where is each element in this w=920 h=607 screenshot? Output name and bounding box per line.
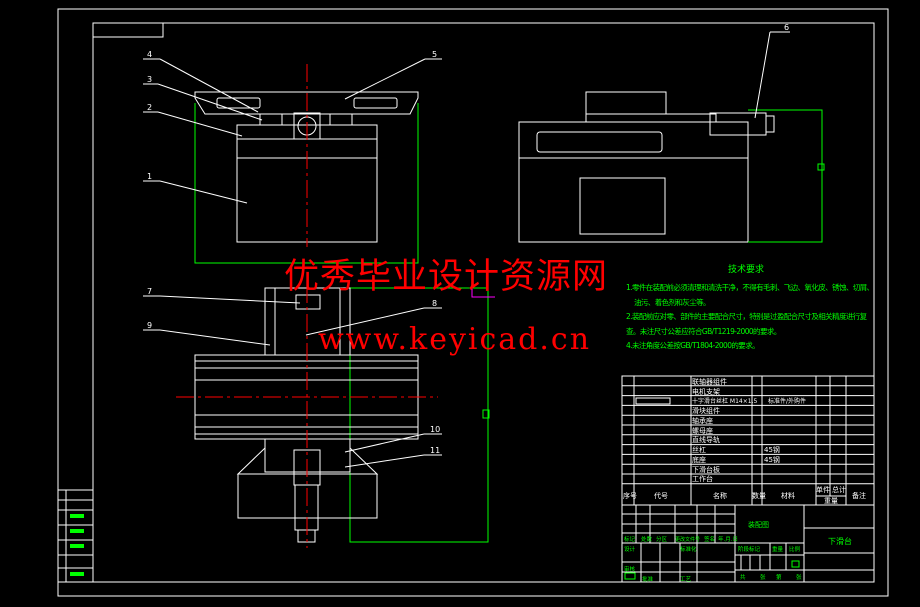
inner-frame — [92, 22, 875, 583]
parts-list-rows: 联轴器组件 电机支架 十字滑台丝杠 M14×1.5 滑块组件 轴承座 螺母座 直… — [623, 377, 866, 505]
balloon-9: 9 — [147, 321, 152, 330]
label-approve: 批准 — [642, 575, 654, 583]
balloon-2: 2 — [147, 103, 152, 112]
balloon-1: 1 — [147, 172, 152, 181]
label-sheets: 张 — [760, 573, 766, 581]
part-name: 工作台 — [692, 474, 713, 483]
header-material: 材料 — [781, 491, 795, 500]
watermark-url: www.keyicad.cn — [318, 322, 592, 357]
watermark-text: 优秀毕业设计资源网 — [284, 257, 609, 297]
balloon-8: 8 — [432, 299, 437, 308]
part-name: 十字滑台丝杠 M14×1.5 — [692, 397, 757, 405]
label-count: 处数 — [641, 535, 653, 543]
balloon-6: 6 — [784, 23, 789, 32]
code-box — [92, 22, 164, 38]
part-name: 丝杠 — [692, 445, 706, 454]
label-total: 共 — [740, 573, 746, 581]
side-view — [518, 91, 825, 243]
balloon-10: 10 — [430, 425, 440, 434]
label-weight: 重量 — [772, 545, 784, 553]
header-code: 代号 — [654, 491, 668, 500]
tech-req-line: 2.装配前应对零、部件的主要配合尺寸，特别是过盈配合尺寸及相关精度进行复 — [626, 312, 867, 321]
balloon-4: 4 — [147, 50, 152, 59]
label-scale: 比例 — [789, 545, 801, 553]
tech-req-line: 1.零件在装配前必须清理和清洗干净，不得有毛刺、飞边、氧化皮、锈蚀、切屑、 — [626, 283, 874, 292]
parts-list — [621, 375, 875, 583]
header-remark: 备注 — [852, 491, 866, 500]
header-no: 序号 — [623, 491, 637, 500]
part-material: 45钢 — [764, 445, 780, 454]
front-view — [194, 64, 419, 264]
label-review: 审核 — [624, 565, 636, 573]
label-date: 年.月.日 — [718, 535, 738, 543]
label-change-doc: 更改文件号 — [675, 536, 700, 543]
header-qty: 数量 — [752, 491, 766, 500]
part-name: 螺母座 — [692, 426, 713, 435]
label-design: 设计 — [624, 545, 636, 553]
label-zone: 分区 — [656, 535, 668, 543]
label-process: 工艺 — [680, 576, 692, 583]
balloon-3: 3 — [147, 75, 152, 84]
part-name: 下滑台板 — [692, 465, 720, 474]
header-weight: 重量 — [824, 497, 838, 505]
part-name: 底座 — [692, 455, 706, 464]
label-sign: 签名 — [704, 535, 715, 543]
drawing-title: 下滑台 — [828, 536, 852, 546]
tech-req-line: 油污、着色剂和灰尘等。 — [634, 298, 711, 307]
left-binding-table — [57, 489, 94, 583]
part-name: 滑块组件 — [692, 406, 720, 415]
part-material: 标准件/外购件 — [768, 397, 806, 405]
header-unit: 单件 — [816, 485, 830, 494]
top-view — [176, 283, 495, 548]
balloon-7: 7 — [147, 287, 152, 296]
drawing-type: 装配图 — [748, 520, 769, 529]
header-name: 名称 — [713, 491, 727, 500]
part-name: 轴承座 — [692, 416, 713, 425]
part-material: 45钢 — [764, 455, 780, 464]
title-block: 装配图 下滑台 标记 处数 分区 更改文件号 签名 年.月.日 设计 标准化 审… — [622, 505, 874, 583]
part-name: 电机支架 — [692, 387, 720, 396]
label-sheet: 张 — [796, 573, 802, 581]
header-total: 总计 — [832, 485, 846, 494]
tech-req-title: 技术要求 — [728, 265, 765, 275]
balloon-11: 11 — [430, 446, 440, 455]
tech-req-line: 查。未注尺寸公差应符合GB/T1219-2000的要求。 — [626, 327, 781, 336]
label-standardization: 标准化 — [680, 545, 697, 553]
balloon-5: 5 — [432, 50, 437, 59]
outer-frame — [57, 8, 889, 597]
leader-lines — [143, 31, 790, 468]
part-name: 联轴器组件 — [692, 377, 727, 386]
label-sheet-no: 第 — [776, 573, 782, 581]
part-name: 直线导轨 — [692, 435, 720, 444]
label-stage: 阶段标记 — [738, 545, 761, 553]
label-mark: 标记 — [624, 535, 636, 543]
tech-req-line: 4.未注角度公差按GB/T1804-2000的要求。 — [626, 341, 760, 350]
